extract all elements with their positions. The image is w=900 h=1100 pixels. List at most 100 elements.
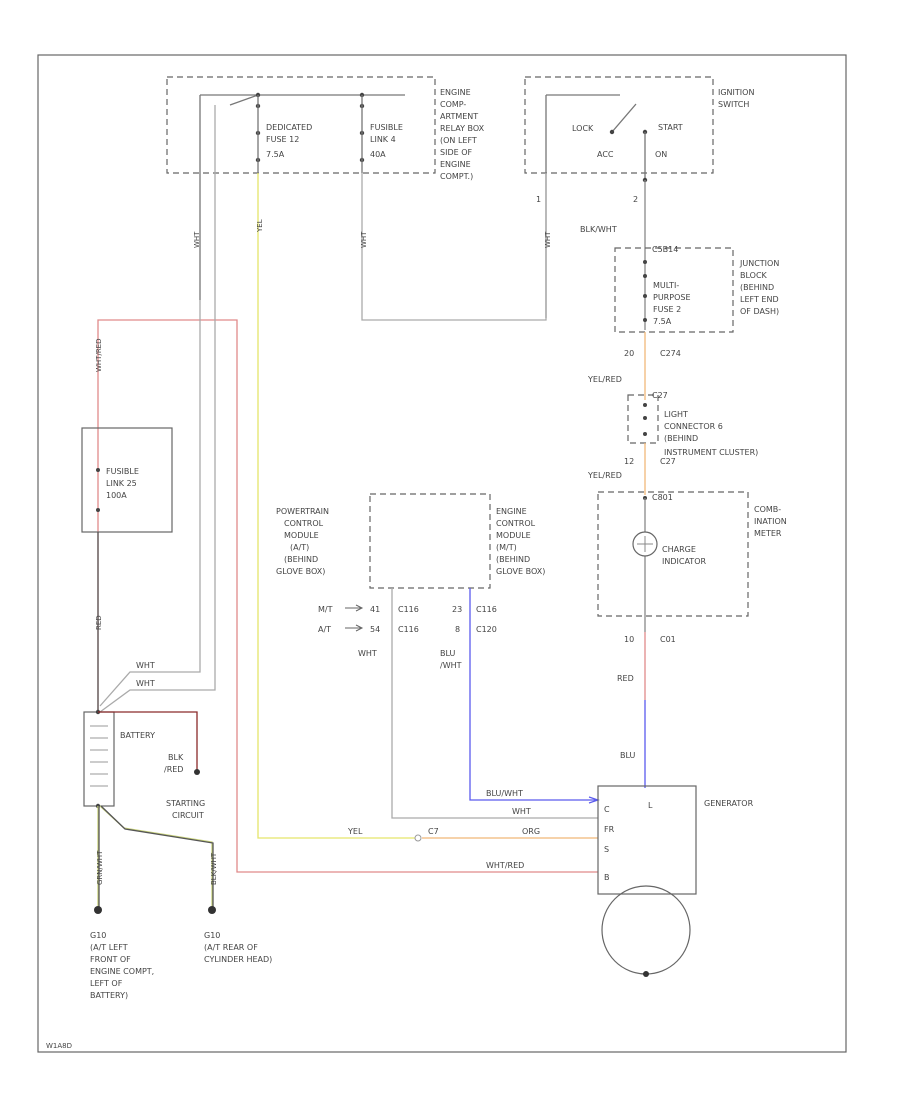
svg-text:GLOVE BOX): GLOVE BOX) bbox=[276, 567, 325, 576]
jb-fuse-1: MULTI- bbox=[653, 281, 679, 290]
whtred-vlabel: WHT/RED bbox=[95, 339, 103, 373]
light-conn-desc: LIGHT CONNECTOR 6 (BEHIND INSTRUMENT CLU… bbox=[664, 410, 758, 457]
pcm-blu-1: BLU bbox=[440, 649, 456, 658]
ign-lock: LOCK bbox=[572, 124, 594, 133]
svg-text:LEFT OF: LEFT OF bbox=[90, 979, 123, 988]
pcm-c4: C120 bbox=[476, 625, 497, 634]
charge-indicator-lamp bbox=[632, 531, 658, 557]
wht-batt-2: WHT bbox=[136, 679, 155, 688]
jb-conn: C5B14 bbox=[652, 245, 678, 254]
ground-g10-b-desc: G10 (A/T REAR OF CYLINDER HEAD) bbox=[204, 931, 272, 964]
pcm-left-desc: POWERTRAIN CONTROL MODULE (A/T) (BEHIND … bbox=[276, 507, 329, 576]
ign-on: ON bbox=[655, 150, 667, 159]
ign-pin1: 1 bbox=[536, 195, 541, 204]
ign-pin2: 2 bbox=[633, 195, 638, 204]
svg-text:CONTROL: CONTROL bbox=[496, 519, 536, 528]
link4-line2: LINK 4 bbox=[370, 135, 396, 144]
ign-title-1: IGNITION bbox=[718, 88, 754, 97]
fuse12-line3: 7.5A bbox=[266, 150, 285, 159]
generator-rotor bbox=[601, 885, 691, 975]
svg-text:COMB-: COMB- bbox=[754, 505, 781, 514]
svg-text:BATTERY): BATTERY) bbox=[90, 991, 128, 1000]
gen-label: GENERATOR bbox=[704, 799, 754, 808]
gen-pin-c: C bbox=[604, 805, 610, 814]
wht-label-b: WHT bbox=[360, 231, 368, 248]
ignition-switch-box bbox=[524, 76, 714, 174]
ign-acc: ACC bbox=[597, 150, 614, 159]
svg-text:(BEHIND: (BEHIND bbox=[740, 283, 774, 292]
svg-text:ENGINE: ENGINE bbox=[440, 88, 471, 97]
starting-1: STARTING bbox=[166, 799, 205, 808]
jb-fuse-4: 7.5A bbox=[653, 317, 672, 326]
ground-g10-a-desc: G10 (A/T LEFT FRONT OF ENGINE COMPT, LEF… bbox=[90, 931, 154, 1000]
fuse12-line2: FUSE 12 bbox=[266, 135, 299, 144]
cm-conn: C801 bbox=[652, 493, 673, 502]
jb-pin: 20 bbox=[624, 349, 634, 358]
gen-pin-b: B bbox=[604, 873, 610, 882]
grn-vlabel-1: GRN/WHT bbox=[96, 850, 104, 885]
fl25-2: LINK 25 bbox=[106, 479, 137, 488]
svg-text:INATION: INATION bbox=[754, 517, 787, 526]
fuse12-line1: DEDICATED bbox=[266, 123, 312, 132]
ign-wire: BLK/WHT bbox=[580, 225, 617, 234]
pcm-c3: C116 bbox=[476, 605, 497, 614]
ign-title-2: SWITCH bbox=[718, 100, 749, 109]
relay-box-description: ENGINE COMP- ARTMENT RELAY BOX (ON LEFT … bbox=[440, 88, 485, 181]
svg-text:CONNECTOR 6: CONNECTOR 6 bbox=[664, 422, 723, 431]
svg-text:SIDE OF: SIDE OF bbox=[440, 148, 472, 157]
svg-text:CONTROL: CONTROL bbox=[284, 519, 324, 528]
pcm-blu-2: /WHT bbox=[440, 661, 462, 670]
svg-text:JUNCTION: JUNCTION bbox=[739, 259, 779, 268]
pcm-wht: WHT bbox=[358, 649, 377, 658]
yelred-2: YEL/RED bbox=[587, 471, 622, 480]
combination-meter bbox=[597, 491, 749, 617]
svg-text:COMPT.): COMPT.) bbox=[440, 172, 473, 181]
svg-text:LIGHT: LIGHT bbox=[664, 410, 688, 419]
light-connector bbox=[627, 394, 659, 444]
svg-text:(A/T REAR OF: (A/T REAR OF bbox=[204, 943, 258, 952]
svg-text:RELAY BOX: RELAY BOX bbox=[440, 124, 485, 133]
diagram-frame bbox=[37, 54, 847, 1053]
svg-text:GLOVE BOX): GLOVE BOX) bbox=[496, 567, 545, 576]
cm-blu: BLU bbox=[620, 751, 636, 760]
svg-text:LEFT END: LEFT END bbox=[740, 295, 779, 304]
jb-conn2: C274 bbox=[660, 349, 681, 358]
lc-pin: 12 bbox=[624, 457, 634, 466]
svg-text:(ON LEFT: (ON LEFT bbox=[440, 136, 477, 145]
svg-text:ENGINE: ENGINE bbox=[440, 160, 471, 169]
jb-fuse-2: PURPOSE bbox=[653, 293, 691, 302]
lc-conn: C27 bbox=[652, 391, 668, 400]
wht-batt-1: WHT bbox=[136, 661, 155, 670]
pcm-right-desc: ENGINE CONTROL MODULE (M/T) (BEHIND GLOV… bbox=[496, 507, 545, 576]
starting-2: CIRCUIT bbox=[172, 811, 204, 820]
fl25-3: 100A bbox=[106, 491, 127, 500]
cm-conn2: C01 bbox=[660, 635, 676, 644]
svg-text:BLOCK: BLOCK bbox=[740, 271, 768, 280]
c7-conn: C7 bbox=[428, 827, 439, 836]
fl25-1: FUSIBLE bbox=[106, 467, 139, 476]
gen-pin-fr: FR bbox=[604, 825, 615, 834]
svg-text:(BEHIND: (BEHIND bbox=[496, 555, 530, 564]
svg-text:FRONT OF: FRONT OF bbox=[90, 955, 131, 964]
svg-text:(A/T): (A/T) bbox=[290, 543, 309, 552]
combo-meter-desc: COMB- INATION METER bbox=[754, 505, 787, 538]
gen-wht-label: WHT bbox=[512, 807, 531, 816]
pcm-p54: 54 bbox=[370, 625, 380, 634]
lamp-1: CHARGE bbox=[662, 545, 696, 554]
svg-text:POWERTRAIN: POWERTRAIN bbox=[276, 507, 329, 516]
svg-text:G10: G10 bbox=[90, 931, 106, 940]
lamp-2: INDICATOR bbox=[662, 557, 706, 566]
engine-relay-box bbox=[166, 76, 436, 174]
blk-wire-label: RED bbox=[95, 615, 103, 630]
batt-blkred-2: /RED bbox=[164, 765, 183, 774]
gen-pin-s: S bbox=[604, 845, 609, 854]
ign-start: START bbox=[658, 123, 683, 132]
svg-text:MODULE: MODULE bbox=[284, 531, 319, 540]
svg-text:MODULE: MODULE bbox=[496, 531, 531, 540]
gen-blu-label: BLU/WHT bbox=[486, 789, 523, 798]
svg-text:G10: G10 bbox=[204, 931, 220, 940]
svg-text:(A/T LEFT: (A/T LEFT bbox=[90, 943, 128, 952]
junction-desc: JUNCTION BLOCK (BEHIND LEFT END OF DASH) bbox=[739, 259, 779, 316]
svg-text:INSTRUMENT CLUSTER): INSTRUMENT CLUSTER) bbox=[664, 448, 758, 457]
